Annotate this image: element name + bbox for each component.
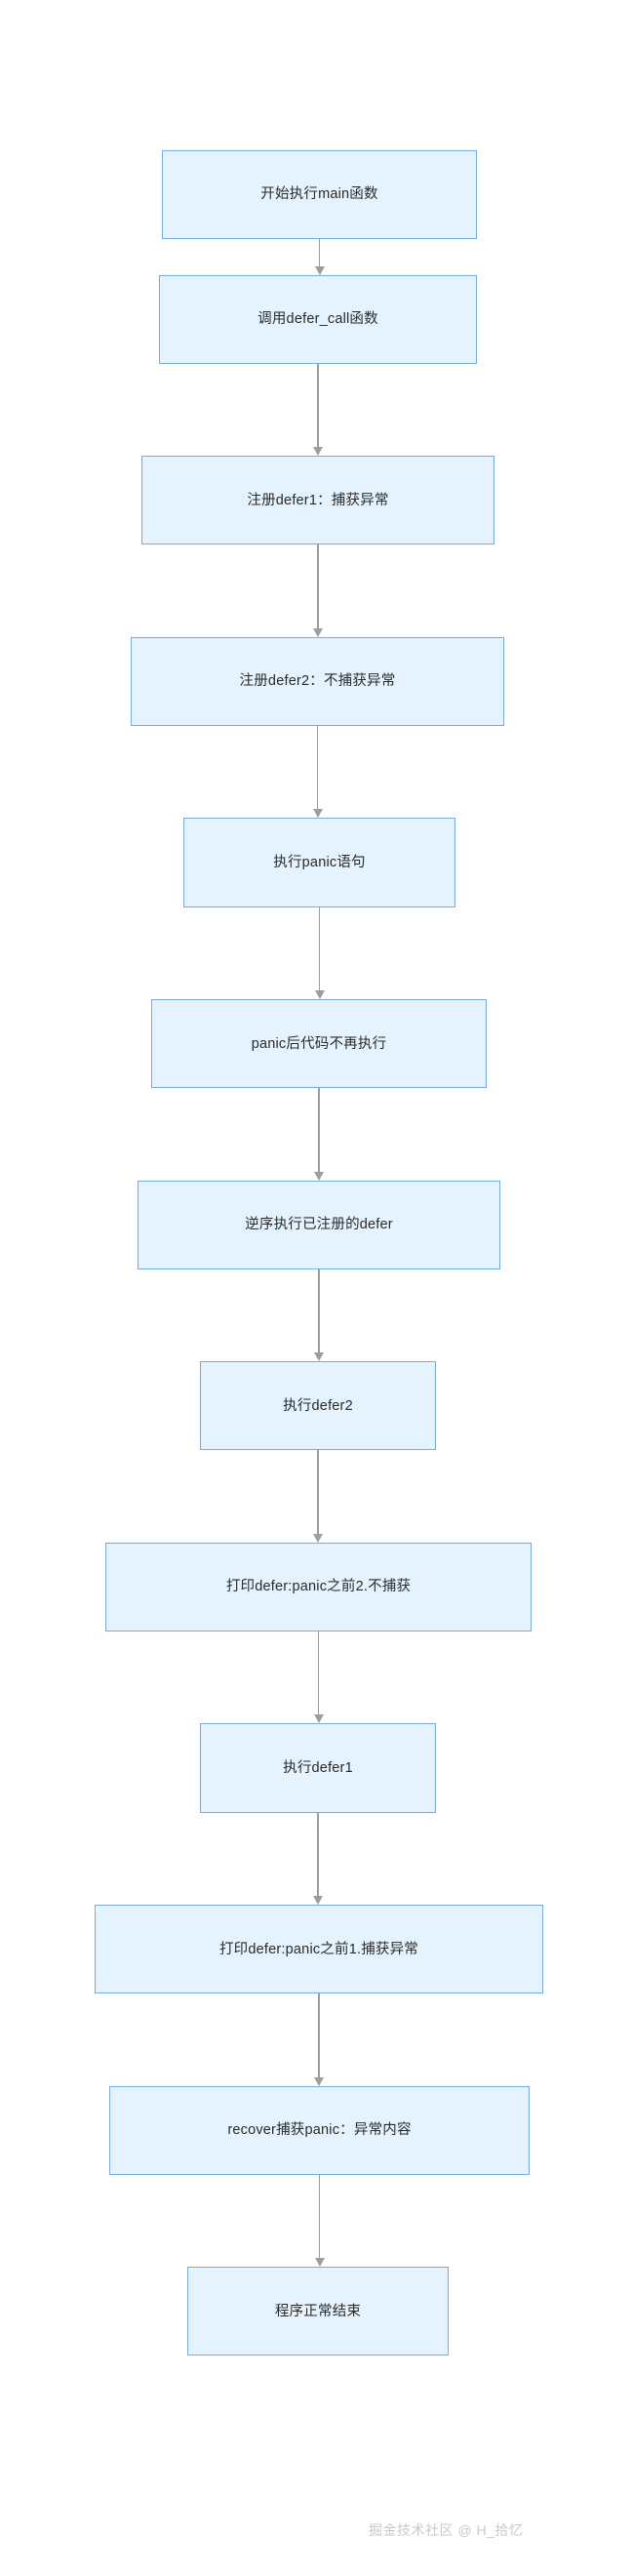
flow-node-n9: 打印defer:panic之前2.不捕获 [105, 1542, 532, 1631]
arrow-line [318, 1268, 320, 1353]
flow-node-n2: 调用defer_call函数 [159, 274, 477, 364]
flow-node-label: 开始执行main函数 [260, 186, 378, 203]
flow-node-n11: 打印defer:panic之前1.捕获异常 [95, 1905, 543, 1994]
flow-node-n1: 开始执行main函数 [162, 149, 477, 239]
arrow-head-icon [314, 265, 325, 275]
arrow-head-icon [314, 2258, 325, 2268]
flow-node-label: 打印defer:panic之前1.捕获异常 [218, 1941, 419, 1957]
arrow-head-icon [313, 1895, 323, 1905]
arrow-head-icon [314, 1171, 324, 1181]
flow-node-label: 打印defer:panic之前2.不捕获 [225, 1579, 412, 1595]
arrow-line [318, 238, 320, 266]
flow-node-n12: recover捕获panic：异常内容 [109, 2085, 530, 2175]
arrow-line [318, 1088, 320, 1172]
flow-node-label: recover捕获panic：异常内容 [227, 2122, 412, 2139]
flow-node-n3: 注册defer1：捕获异常 [141, 456, 495, 545]
flow-node-n6: panic后代码不再执行 [151, 999, 487, 1089]
flow-node-n8: 执行defer2 [200, 1361, 436, 1451]
flow-node-n4: 注册defer2：不捕获异常 [131, 636, 504, 726]
arrow-line [317, 1631, 319, 1715]
flow-node-label: 执行panic语句 [273, 854, 366, 870]
flow-node-n10: 执行defer1 [200, 1723, 436, 1813]
arrow-line [318, 906, 320, 990]
arrow-head-icon [313, 627, 323, 637]
flow-node-label: 注册defer1：捕获异常 [247, 492, 389, 508]
flow-node-label: 逆序执行已注册的defer [245, 1217, 393, 1233]
arrow-line [317, 1450, 319, 1534]
arrow-head-icon [313, 1533, 323, 1543]
arrow-head-icon [313, 447, 323, 457]
flow-node-n13: 程序正常结束 [187, 2267, 449, 2356]
flow-node-n7: 逆序执行已注册的defer [138, 1180, 500, 1269]
watermark: 掘金技术社区 @ H_拾忆 [369, 2522, 524, 2538]
arrow-line [318, 2174, 320, 2259]
arrow-head-icon [312, 809, 323, 819]
arrow-head-icon [314, 1352, 324, 1362]
arrow-head-icon [314, 2076, 324, 2086]
arrow-line [318, 1993, 320, 2077]
flow-node-label: 执行defer2 [283, 1397, 353, 1414]
flow-node-n5: 执行panic语句 [183, 818, 455, 907]
flow-node-label: panic后代码不再执行 [251, 1035, 387, 1052]
flow-node-label: 注册defer2：不捕获异常 [239, 673, 396, 690]
arrow-head-icon [313, 1714, 324, 1724]
arrow-line [317, 363, 319, 448]
flow-node-label: 执行defer1 [283, 1759, 353, 1776]
arrow-line [317, 1812, 319, 1896]
arrow-line [317, 544, 319, 628]
flow-node-label: 调用defer_call函数 [257, 311, 378, 328]
flow-node-label: 程序正常结束 [274, 2303, 362, 2319]
arrow-line [316, 726, 318, 810]
arrow-head-icon [314, 989, 325, 999]
